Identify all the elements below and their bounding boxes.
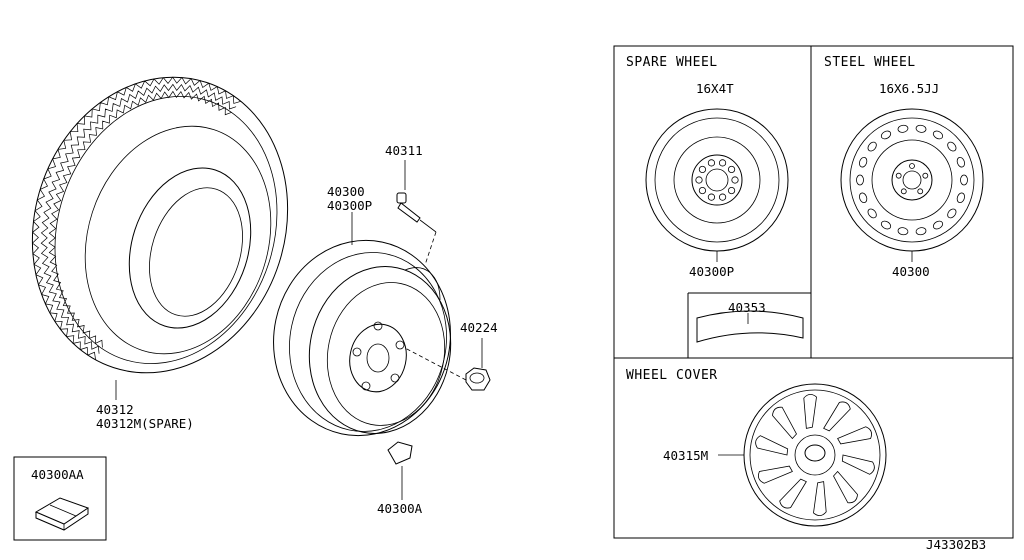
label-40224: 40224 [460,320,498,335]
repair-kit-box [13,456,107,541]
sticker-drawing [696,310,804,343]
balance-weight-drawing [387,441,413,500]
wheel-cover-drawing [718,383,887,527]
spare-wheel-size: 16X4T [696,81,734,96]
label-40300: 40300 [327,184,365,199]
diagram-id: J43302B3 [926,537,986,552]
panel-frames [613,45,1014,539]
label-steel-40300: 40300 [892,264,930,279]
spare-wheel-drawing [645,108,789,262]
steel-wheel-drawing [840,108,984,262]
steel-wheel-size: 16X6.5JJ [879,81,939,96]
label-40300aa: 40300AA [31,467,84,482]
label-40315m: 40315M [663,448,708,463]
spare-wheel-title: SPARE WHEEL [626,55,718,70]
tire-drawing [31,76,289,374]
label-spare-40300p: 40300P [689,264,734,279]
label-40312: 40312 [96,402,134,417]
valve-drawing [396,160,437,266]
wheel-cover-title: WHEEL COVER [626,368,718,383]
wheel-drawing [273,239,452,437]
label-40300a: 40300A [377,501,423,516]
label-40353: 40353 [728,300,766,315]
label-40311: 40311 [385,143,423,158]
label-40312m-spare: 40312M(SPARE) [96,416,194,431]
nut-drawing [404,338,491,391]
label-40300p: 40300P [327,198,372,213]
steel-wheel-title: STEEL WHEEL [824,55,916,70]
